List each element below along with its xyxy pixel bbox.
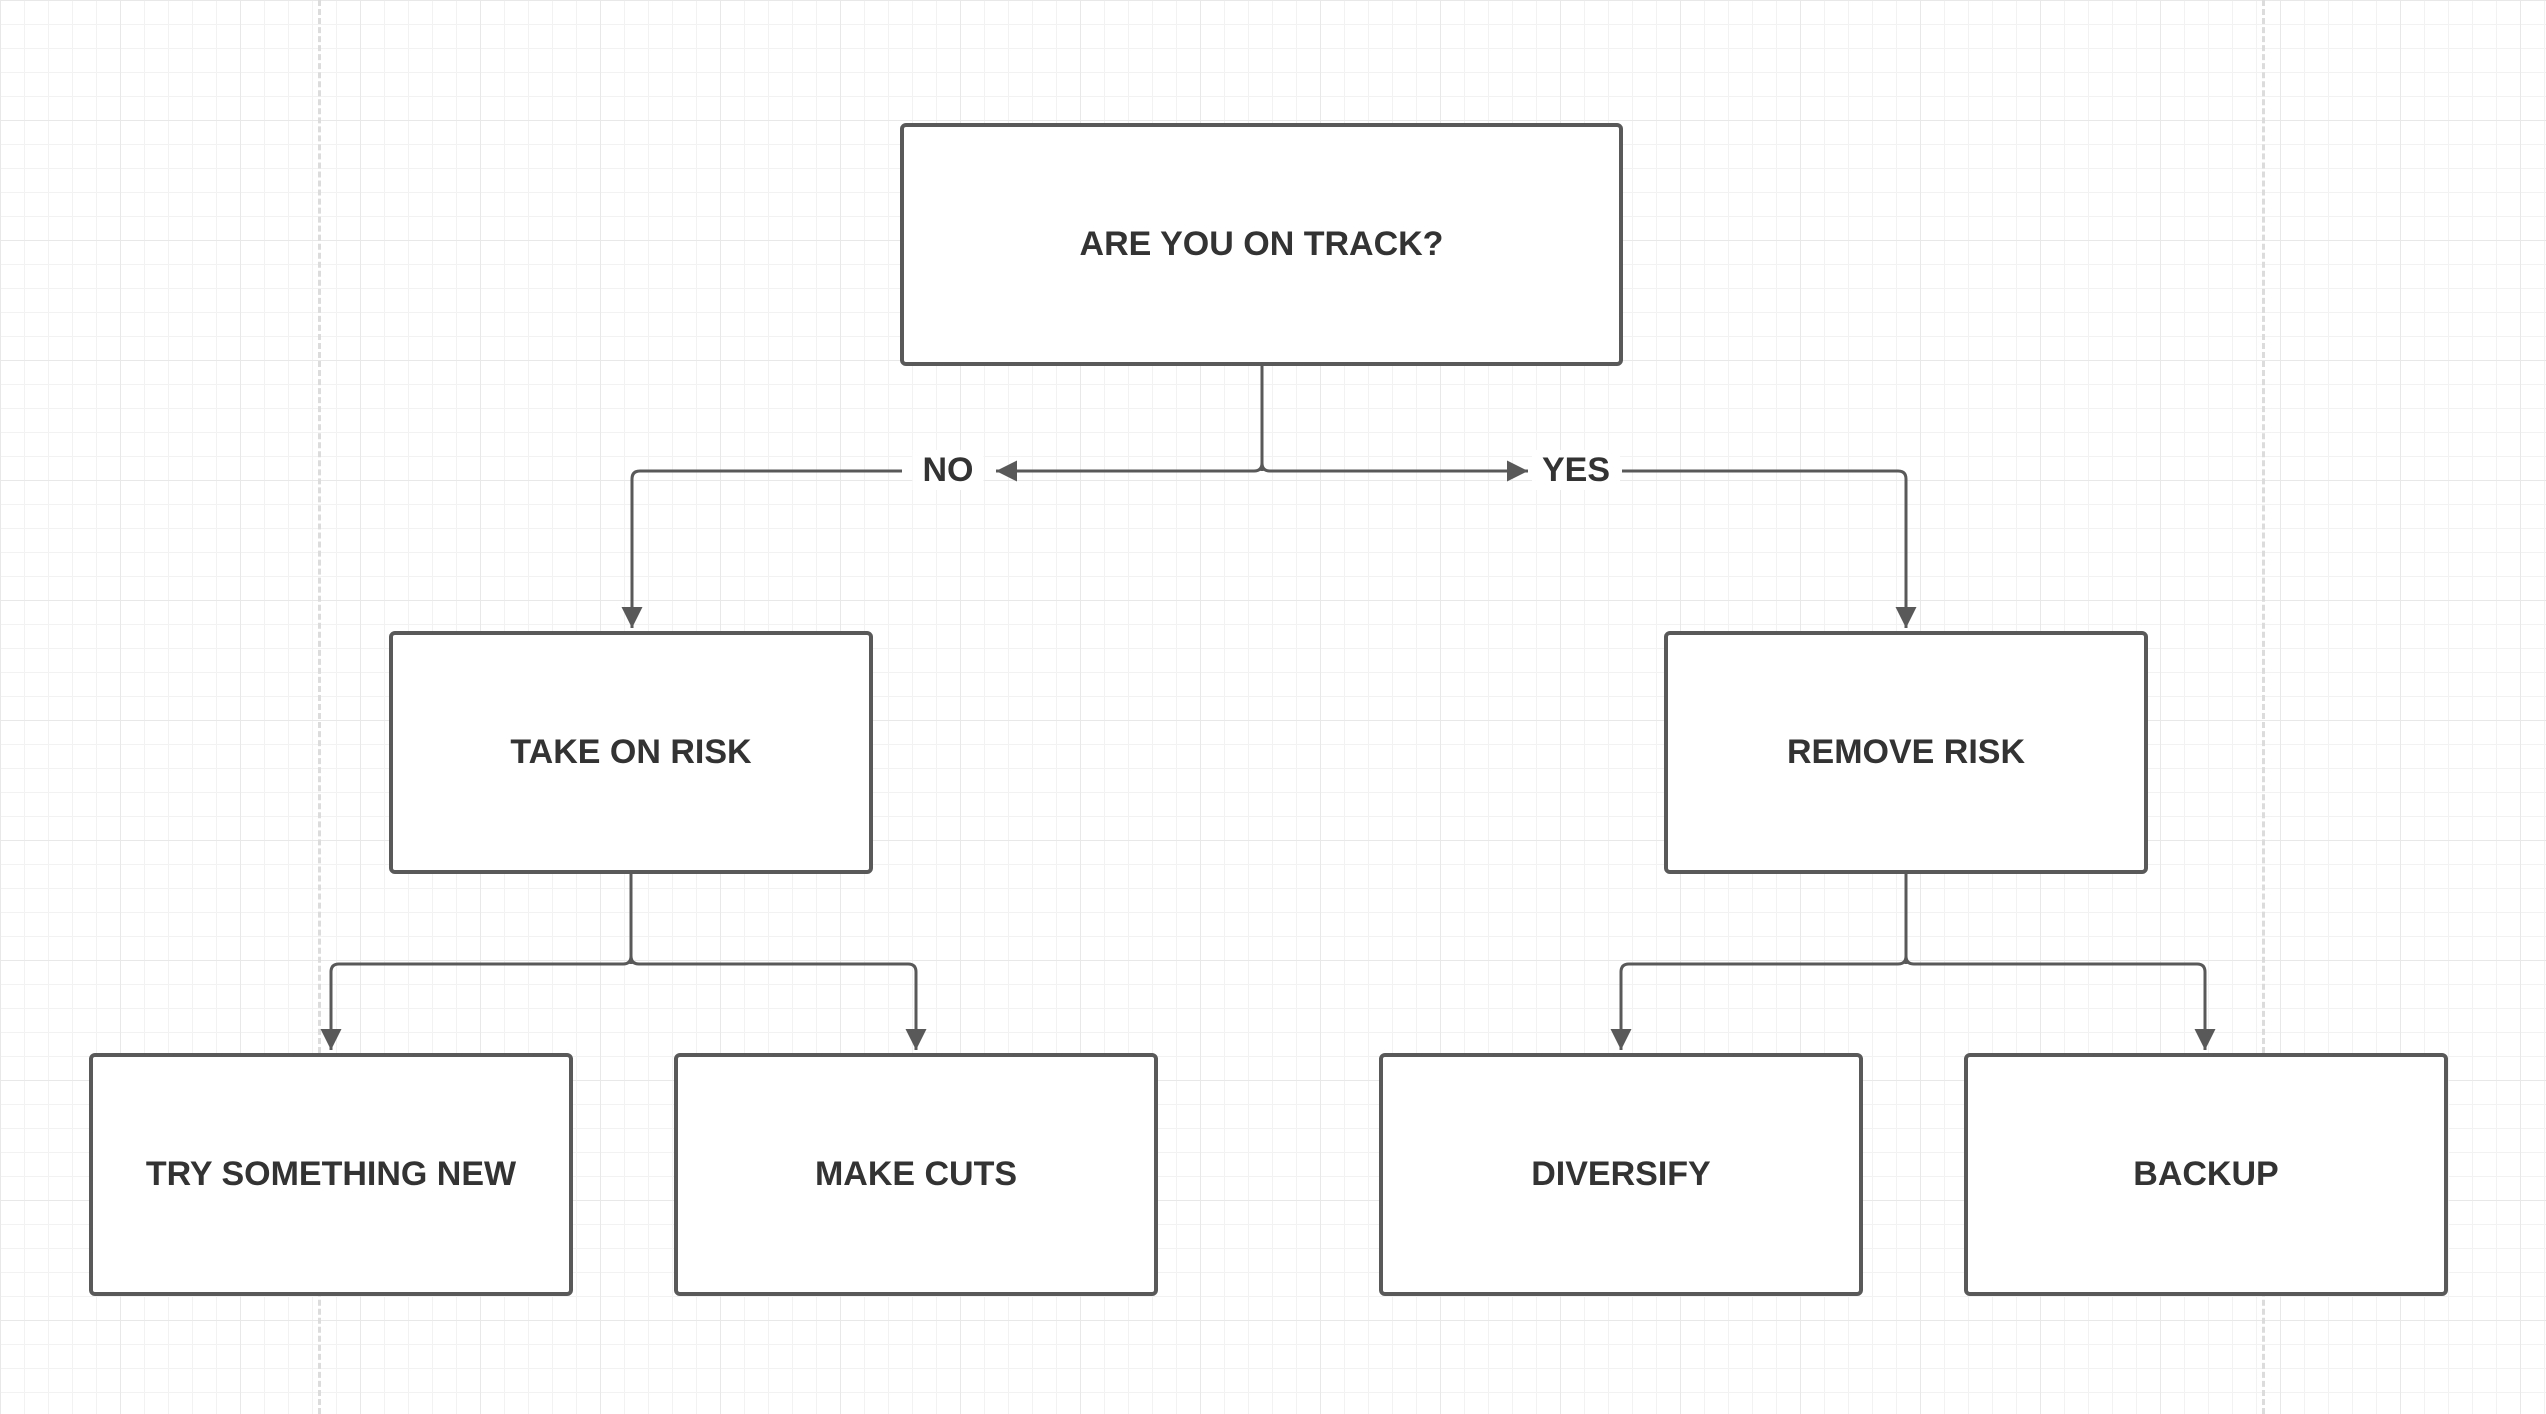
connector-to-backup — [1904, 955, 2216, 1050]
node-label: MAKE CUTS — [814, 1155, 1018, 1193]
connector-to-try-something-new — [320, 955, 633, 1050]
node-backup[interactable]: BACKUP — [1964, 1053, 2448, 1296]
node-take-on-risk[interactable]: TAKE ON RISK — [389, 631, 873, 874]
edge-label-yes[interactable]: YES — [1531, 450, 1621, 490]
page-boundary-left — [318, 0, 321, 1414]
node-label: TAKE ON RISK — [510, 733, 752, 771]
node-are-you-on-track[interactable]: ARE YOU ON TRACK? — [900, 123, 1623, 366]
connector-to-diversify — [1610, 955, 1908, 1050]
node-try-something-new[interactable]: TRY SOMETHING NEW — [89, 1053, 573, 1296]
connector-yes-to-remove-risk — [1622, 469, 1917, 628]
connector-no-to-take-on-risk — [621, 469, 902, 628]
connector-to-make-cuts — [629, 955, 927, 1050]
node-label: TRY SOMETHING NEW — [145, 1155, 517, 1193]
connector-root-to-no-label — [996, 460, 1264, 482]
node-label: REMOVE RISK — [1786, 733, 2026, 771]
node-remove-risk[interactable]: REMOVE RISK — [1664, 631, 2148, 874]
connector-root-to-yes-label — [1260, 460, 1528, 482]
page-boundary-right — [2262, 0, 2265, 1414]
edge-label-no[interactable]: NO — [912, 450, 984, 490]
node-label: BACKUP — [2133, 1155, 2279, 1193]
node-diversify[interactable]: DIVERSIFY — [1379, 1053, 1863, 1296]
node-make-cuts[interactable]: MAKE CUTS — [674, 1053, 1158, 1296]
node-label: DIVERSIFY — [1531, 1155, 1711, 1193]
node-label: ARE YOU ON TRACK? — [1079, 225, 1444, 263]
